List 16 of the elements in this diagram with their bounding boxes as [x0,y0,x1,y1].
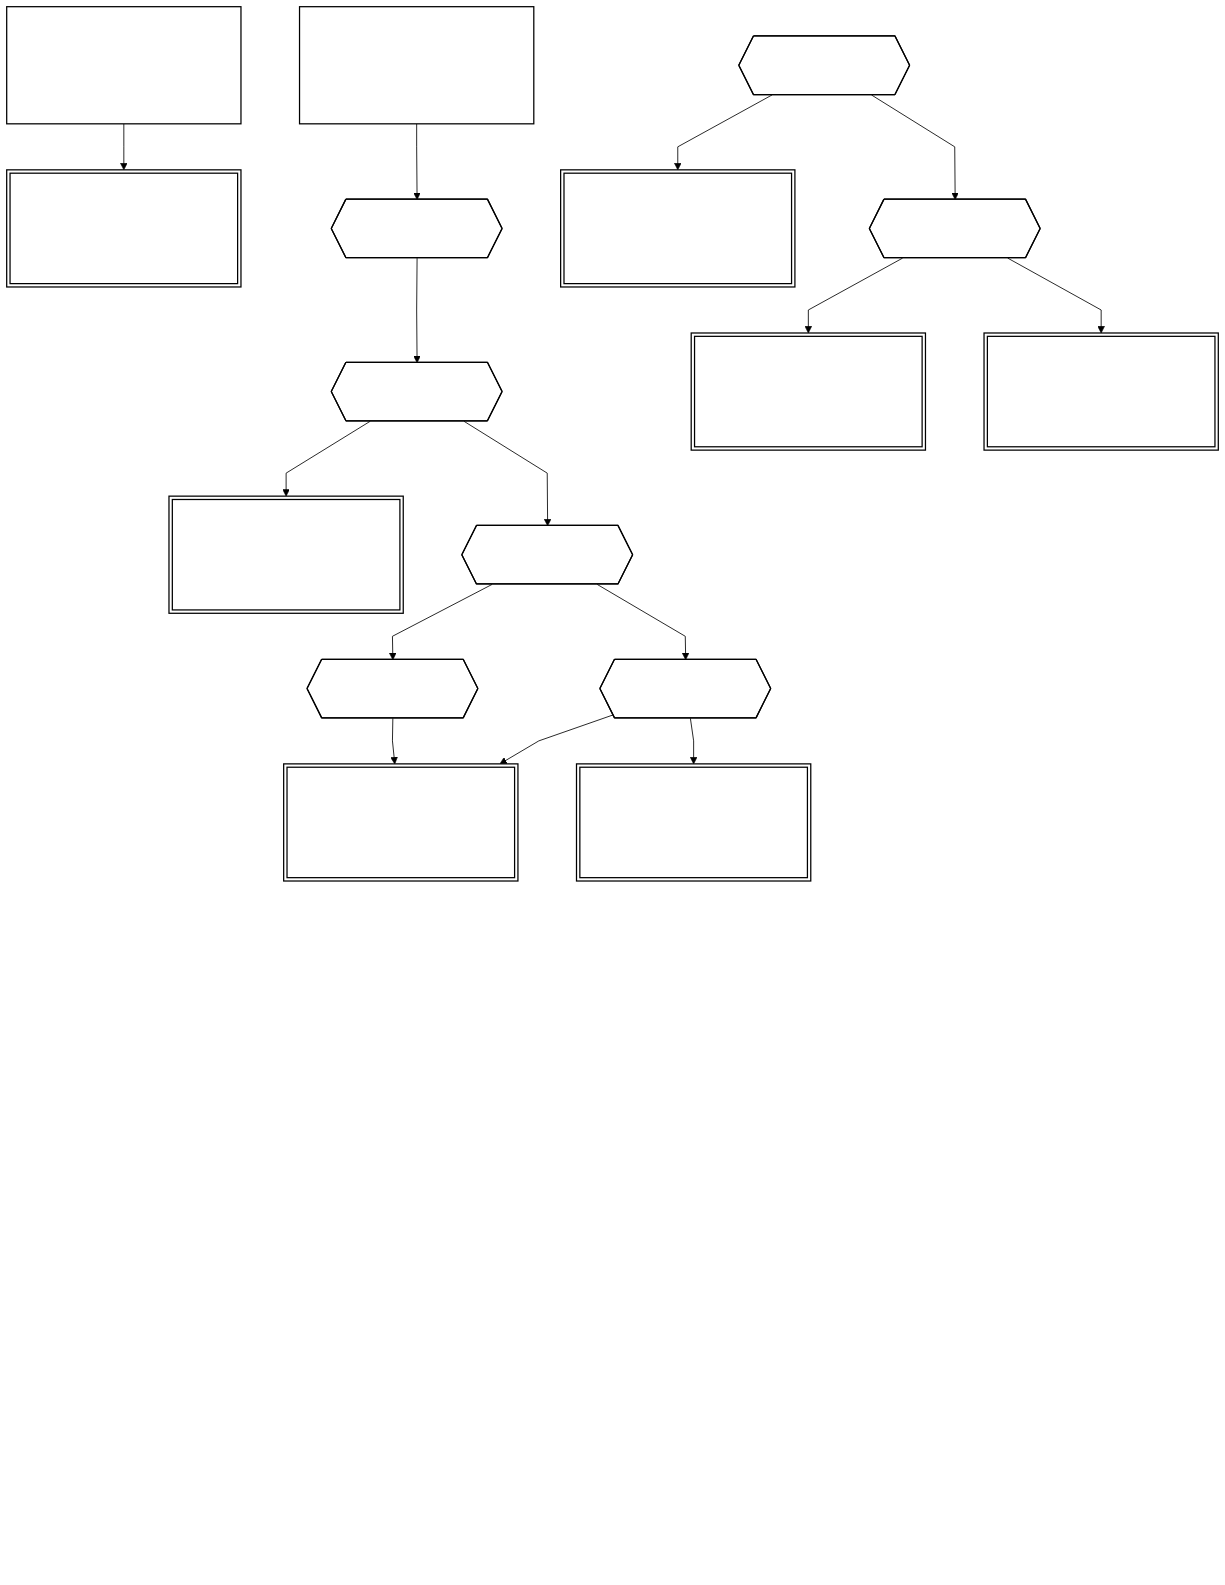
process-box [168,495,404,614]
decision-hexagon [306,658,479,719]
process-box [6,169,242,288]
decision-hexagon [868,198,1041,259]
process-box [298,6,535,125]
decision-hexagon [461,524,634,585]
process-box [560,169,796,288]
decision-hexagon [330,198,503,259]
decision-hexagon [599,658,772,719]
process-box [6,6,242,125]
process-box [575,763,812,882]
process-box [690,332,927,451]
process-box [983,332,1219,451]
decision-hexagon [738,35,911,96]
process-box [283,763,519,882]
decision-hexagon [330,361,503,422]
